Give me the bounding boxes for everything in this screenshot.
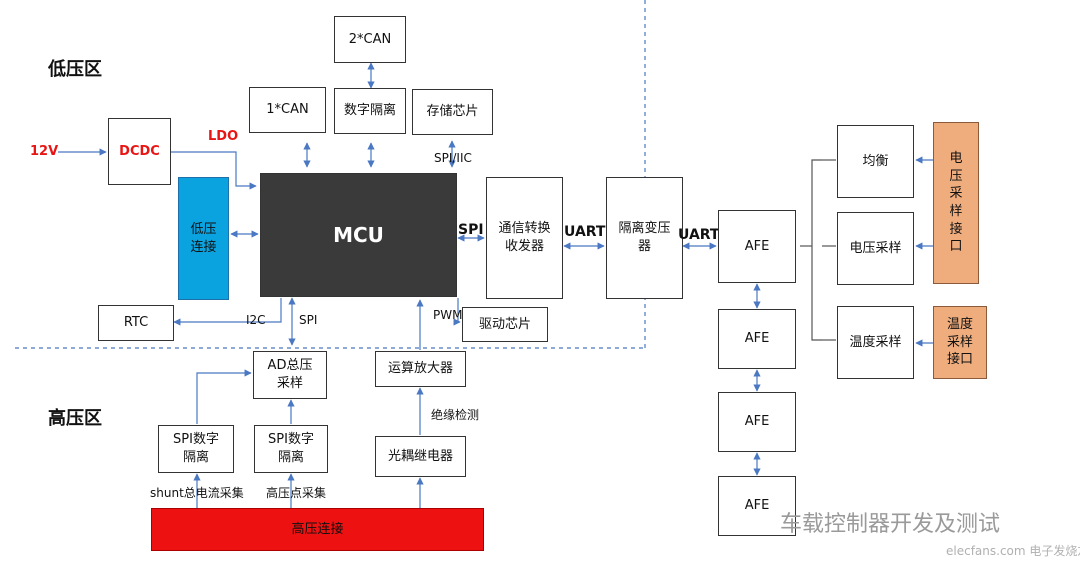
hv-point-label: 高压点采集 [266,486,327,500]
high-voltage-zone-label: 高压区 [48,408,102,429]
ad-total-voltage-block: AD总压 采样 [253,351,327,399]
voltage-sampling-block: 电压采样 [837,212,914,285]
low-voltage-connection-block: 低压 连接 [178,177,229,300]
mcu-block: MCU [260,173,457,297]
temperature-sampling-block: 温度采样 [837,306,914,379]
comm-transceiver-block: 通信转换 收发器 [486,177,563,299]
isolation-transformer-block: 隔离变压 器 [606,177,683,299]
spi-mcu-label: SPI [458,222,484,238]
spi-bottom-label: SPI [299,313,318,327]
watermark-text: 车载控制器开发及测试 [780,512,1001,537]
single-can-block: 1*CAN [249,87,326,133]
afe-block-2: AFE [718,309,796,369]
uart-label-1: UART [564,224,606,240]
storage-chip-block: 存储芯片 [412,89,493,135]
pwm-label: PWM [433,308,463,322]
high-voltage-connection-block: 高压连接 [151,508,484,551]
dual-can-block: 2*CAN [334,16,406,63]
balancing-block: 均衡 [837,125,914,198]
uart-label-2: UART [678,227,720,243]
afe-block-3: AFE [718,392,796,452]
afe-block-1: AFE [718,210,796,283]
ldo-label: LDO [208,129,239,144]
digital-isolation-block: 数字隔离 [334,88,406,134]
temperature-sampling-port-block: 温度 采样 接口 [933,306,987,379]
opamp-block: 运算放大器 [375,351,466,387]
photo-relay-block: 光耦继电器 [375,436,466,477]
voltage-sampling-port-block: 电 压 采 样 接 口 [933,122,979,284]
watermark-site: elecfans.com 电子发烧友 [946,544,1080,558]
driver-chip-block: 驱动芯片 [462,307,548,342]
rtc-block: RTC [98,305,174,341]
low-voltage-zone-label: 低压区 [48,59,102,80]
spi-isolation-block-1: SPI数字 隔离 [158,425,234,473]
dcdc-block: DCDC [108,118,171,185]
afe-block-4: AFE [718,476,796,536]
shunt-current-label: shunt总电流采集 [150,486,244,500]
insulation-detection-label: 绝缘检测 [431,408,480,422]
spi-iic-label: SPI/IIC [434,151,472,165]
i2c-label: I2C [246,313,266,327]
spi-isolation-block-2: SPI数字 隔离 [254,425,328,473]
12v-input-label: 12V [30,144,59,159]
